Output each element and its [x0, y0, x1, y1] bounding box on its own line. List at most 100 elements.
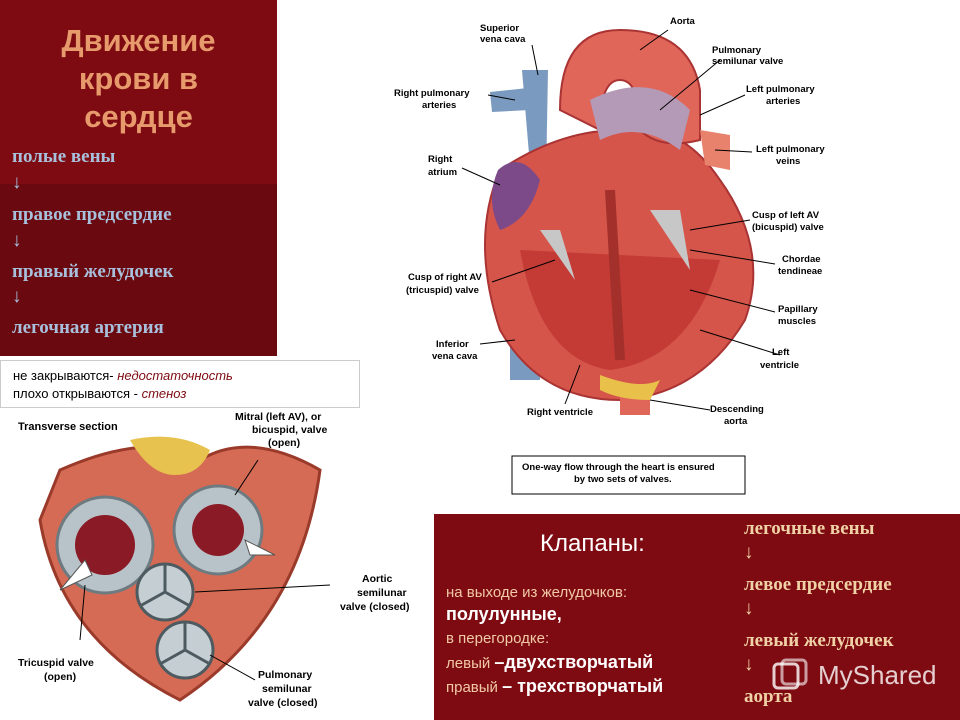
heart-labels: Superior vena cava Aorta Pulmonary semil… — [394, 16, 825, 427]
label-left-pulmonary-arteries: Left pulmonary — [746, 84, 815, 95]
flow-step-right-ventricle: правый желудочек — [12, 261, 174, 282]
note-line-stenosis: плохо открываются - стеноз — [13, 386, 187, 401]
bicuspid-valve-shape — [650, 210, 690, 270]
label-cusp-left-av: Cusp of left AV — [752, 210, 820, 221]
fat-tissue-shape — [130, 436, 210, 475]
label-right-atrium: Right — [428, 154, 453, 165]
label-mitral-3: (open) — [268, 437, 300, 449]
label-chordae: Chordae — [782, 254, 821, 265]
valves-line-septum: в перегородке: — [446, 630, 550, 647]
term-stenosis: стеноз — [141, 386, 187, 401]
left-flow-panel: Движение крови в сердце полые вены ↓ пра… — [0, 0, 277, 356]
label-tricuspid-2: (open) — [44, 671, 76, 683]
fat-tissue-shape — [600, 375, 660, 400]
flow-step-right-atrium: правое предсердие — [12, 204, 172, 225]
label-inferior-vena-cava-2: vena cava — [432, 351, 478, 362]
term-tricuspid: – трехстворчатый — [502, 676, 664, 696]
label-aortic: Aortic — [362, 573, 392, 585]
label-papillary: Papillary — [778, 304, 818, 315]
watermark-text: MyShared — [818, 660, 937, 690]
label-left-pulmonary-veins-2: veins — [776, 156, 800, 167]
flow-step-left-atrium: левое предсердие — [744, 574, 892, 595]
tricuspid-opening-shape — [75, 515, 135, 575]
label-tricuspid: Tricuspid valve — [18, 657, 94, 669]
valves-panel: Клапаны: на выходе из желудочков: полулу… — [434, 514, 960, 720]
label-transverse-section: Transverse section — [18, 421, 118, 433]
panel-title: Движение крови в сердце — [0, 22, 277, 136]
right-pulmonary-artery-shape — [490, 88, 530, 112]
pulmonary-valve-cusps-icon — [159, 622, 211, 666]
watermark-logo-icon — [772, 658, 808, 690]
label-chordae-2: tendineae — [778, 266, 822, 277]
flow-arrow-icon: ↓ — [12, 286, 22, 307]
leader-lines — [461, 29, 781, 411]
section-labels: Mitral (left AV), or bicuspid, valve (op… — [18, 412, 409, 709]
label-inferior-vena-cava: Inferior — [436, 339, 469, 350]
label-pulmonary-valve-2: semilunar valve — [712, 56, 783, 67]
pulmonary-trunk-shape — [590, 87, 690, 150]
valves-line-semilunar: полулунные, — [446, 604, 562, 624]
label-pulmonary-2: semilunar — [262, 683, 312, 695]
caption-line-2: by two sets of valves. — [574, 474, 672, 485]
label-left-ventricle-2: ventricle — [760, 360, 799, 371]
flow-arrow-icon — [244, 539, 276, 556]
flow-step-aorta: аорта — [744, 686, 793, 707]
flow-arrow-icon: ↓ — [744, 542, 754, 563]
caption-box — [511, 455, 746, 495]
flow-arrow-icon: ↓ — [12, 172, 22, 193]
label-aortic-2: semilunar — [357, 587, 407, 599]
label-mitral: Mitral (left AV), or — [235, 412, 321, 423]
label-left-pulmonary-arteries-2: arteries — [766, 96, 800, 107]
mitral-opening-shape — [192, 504, 244, 556]
section-leader-lines — [79, 459, 331, 681]
label-left-pulmonary-veins: Left pulmonary — [756, 144, 825, 155]
label-right-atrium-2: atrium — [428, 167, 457, 178]
label-pulmonary-valve: Pulmonary — [712, 45, 762, 56]
flow-arrow-icon: ↓ — [744, 598, 754, 619]
flow-arrow-icon: ↓ — [12, 230, 22, 251]
label-papillary-2: muscles — [778, 316, 816, 327]
title-line-2: крови в — [78, 61, 199, 96]
valves-line-right: правый – трехстворчатый — [446, 676, 664, 696]
caption-line-1: One-way flow through the heart is ensure… — [522, 462, 715, 473]
term-insufficiency: недостаточность — [117, 368, 233, 383]
tricuspid-valve-shape — [540, 230, 575, 280]
flow-step-pulmonary-veins: легочные вены — [744, 518, 875, 539]
flow-arrow-icon: ↓ — [744, 654, 754, 675]
label-left-ventricle: Left — [772, 347, 790, 358]
label-descending-aorta: Descending — [710, 404, 764, 415]
label-superior-vena-cava-2: vena cava — [480, 34, 526, 45]
aortic-valve-cusps-icon — [139, 564, 191, 608]
label-aorta: Aorta — [670, 16, 696, 27]
left-panel-lower-band — [0, 184, 277, 356]
transverse-section-diagram: Transverse section Mitral (left AV), or … — [18, 412, 409, 709]
label-pulmonary: Pulmonary — [258, 669, 312, 681]
label-pulmonary-3: valve (closed) — [248, 697, 317, 709]
label-descending-aorta-2: aorta — [724, 416, 748, 427]
label-cusp-right-av-2: (tricuspid) valve — [406, 285, 479, 296]
flow-step-pulmonary-artery: легочная артерия — [12, 317, 164, 338]
flow-step-left-ventricle: левый желудочек — [744, 630, 894, 651]
term-bicuspid: –двухстворчатый — [494, 652, 654, 672]
valves-title: Клапаны: — [540, 530, 645, 557]
label-right-ventricle: Right ventricle — [527, 407, 593, 418]
label-superior-vena-cava: Superior — [480, 23, 519, 34]
label-right-pulmonary-arteries: Right pulmonary — [394, 88, 470, 99]
valve-pathology-note: не закрываются- недостаточность плохо от… — [0, 360, 360, 408]
label-cusp-right-av: Cusp of right AV — [408, 272, 483, 283]
label-cusp-left-av-2: (bicuspid) valve — [752, 222, 824, 233]
flow-step-vena-cava: полые вены — [12, 146, 116, 167]
right-atrium-shape — [491, 162, 540, 230]
watermark: MyShared — [770, 656, 946, 696]
label-right-pulmonary-arteries-2: arteries — [422, 100, 456, 111]
flow-arrow-icon — [59, 559, 93, 591]
title-line-1: Движение — [61, 23, 216, 58]
title-line-3: сердце — [84, 99, 193, 134]
valves-line-left: левый –двухстворчатый — [446, 652, 654, 672]
valves-line-ventricle-exit: на выходе из желудочков: — [446, 584, 627, 601]
note-line-insufficiency: не закрываются- недостаточность — [13, 368, 233, 383]
septum-shape — [605, 189, 625, 361]
label-aortic-3: valve (closed) — [340, 601, 409, 613]
label-mitral-2: bicuspid, valve — [252, 424, 327, 436]
heart-cross-section-diagram: Superior vena cava Aorta Pulmonary semil… — [394, 16, 825, 495]
